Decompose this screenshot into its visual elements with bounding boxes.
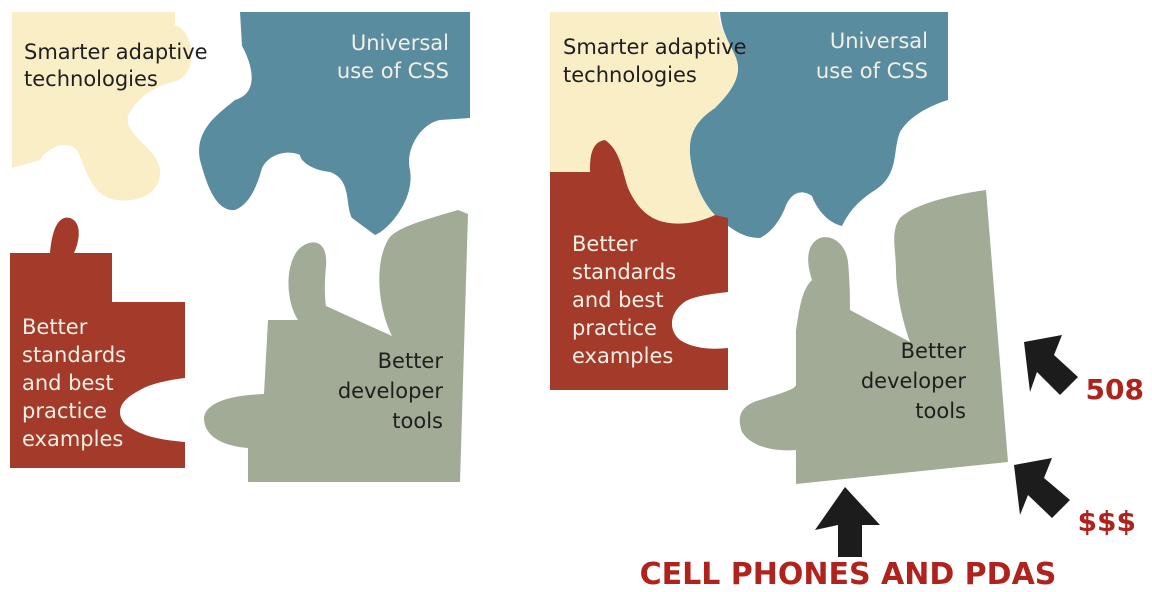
- standards-line-5: examples: [22, 427, 123, 451]
- force-label-508: 508: [1086, 373, 1144, 406]
- scattered-puzzle: Smarter adaptive technologies Universal …: [10, 12, 470, 482]
- puzzle-piece-css: [199, 12, 470, 235]
- adaptive-line-1: Smarter adaptive: [24, 40, 208, 64]
- puzzle-piece-css: [689, 12, 948, 238]
- standards-line-3: and best: [572, 288, 664, 312]
- standards-line-5: examples: [572, 344, 673, 368]
- puzzle-piece-adaptive: [12, 12, 192, 201]
- puzzle-piece-tools: [204, 210, 468, 482]
- tools-line-2: developer: [338, 379, 444, 403]
- tools-line-1: Better: [378, 349, 444, 373]
- css-line-2: use of CSS: [337, 59, 449, 83]
- arrow-money-icon: [1014, 458, 1070, 518]
- puzzle-piece-standards: [10, 217, 185, 468]
- adaptive-line-1: Smarter adaptive: [563, 35, 747, 59]
- tools-line-1: Better: [901, 339, 967, 363]
- standards-line-1: Better: [572, 232, 638, 256]
- force-label-devices: CELL PHONES AND PDAS: [640, 557, 1057, 592]
- tools-line-2: developer: [861, 369, 967, 393]
- arrow-508-icon: [1024, 335, 1078, 395]
- arrow-devices-icon: [815, 487, 880, 557]
- css-line-2: use of CSS: [816, 59, 928, 83]
- standards-label: Better standards and best practice examp…: [22, 315, 126, 451]
- css-label: Universal use of CSS: [337, 31, 449, 83]
- adaptive-label: Smarter adaptive technologies: [563, 35, 747, 87]
- tools-line-3: tools: [392, 409, 443, 433]
- force-label-money: $$$: [1078, 505, 1136, 538]
- puzzle-piece-adaptive: [550, 12, 738, 224]
- tools-line-3: tools: [915, 399, 966, 423]
- standards-line-1: Better: [22, 315, 88, 339]
- standards-line-3: and best: [22, 371, 114, 395]
- standards-line-4: practice: [572, 316, 657, 340]
- standards-line-4: practice: [22, 399, 107, 423]
- puzzle-piece-tools: [739, 190, 1008, 484]
- css-line-1: Universal: [830, 29, 928, 53]
- css-line-1: Universal: [351, 31, 449, 55]
- adaptive-line-2: technologies: [24, 67, 158, 91]
- tools-label: Better developer tools: [338, 349, 444, 433]
- adaptive-line-2: technologies: [563, 63, 697, 87]
- standards-line-2: standards: [22, 343, 126, 367]
- standards-label: Better standards and best practice examp…: [572, 232, 676, 368]
- assembled-puzzle: Smarter adaptive technologies Universal …: [550, 12, 1144, 592]
- puzzle-piece-standards: [550, 140, 728, 390]
- css-label: Universal use of CSS: [816, 29, 928, 83]
- adaptive-label: Smarter adaptive technologies: [24, 40, 208, 91]
- standards-line-2: standards: [572, 260, 676, 284]
- tools-label: Better developer tools: [861, 339, 967, 423]
